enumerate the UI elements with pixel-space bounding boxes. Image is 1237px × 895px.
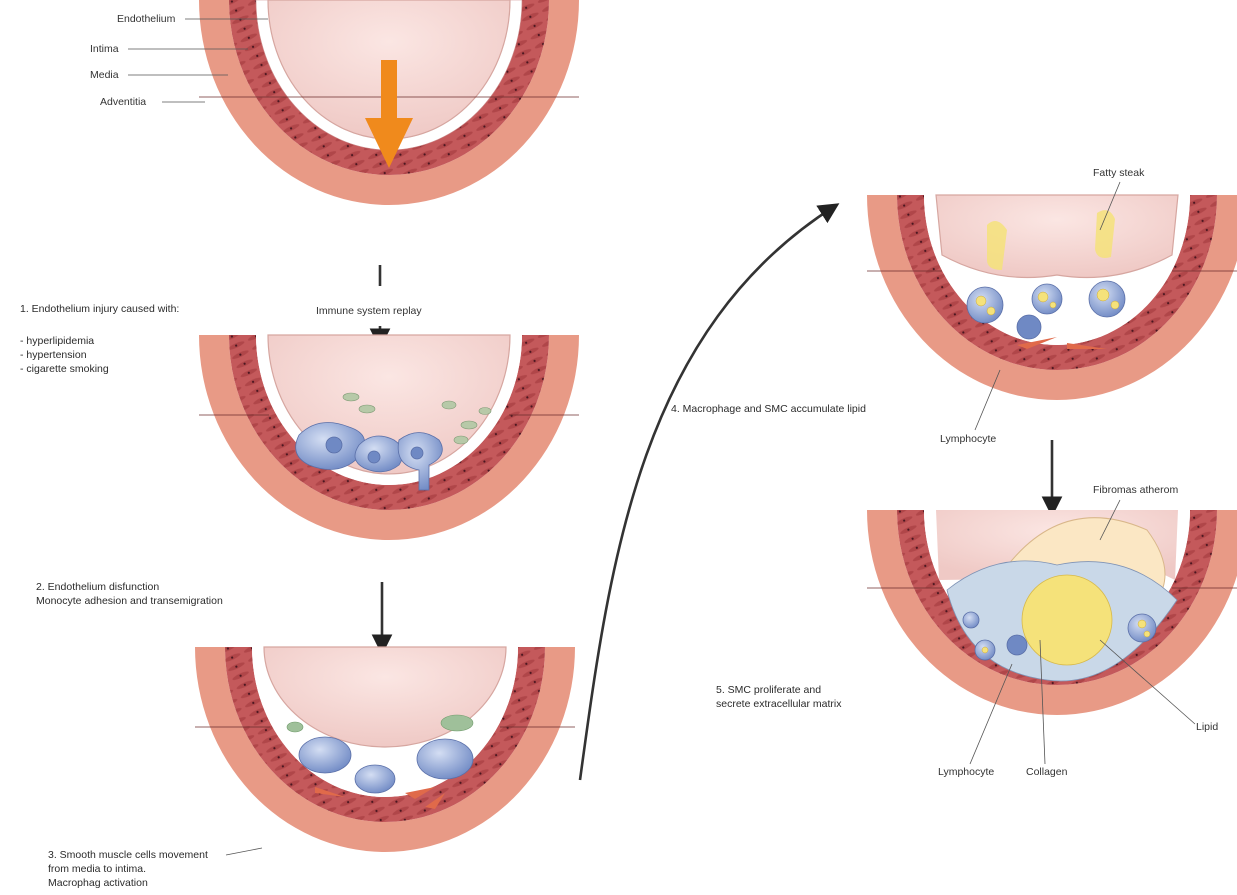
step1-factor-3: - cigarette smoking: [20, 363, 109, 375]
label-collagen: Collagen: [1026, 766, 1068, 778]
step5-line-2: secrete extracellular matrix: [716, 698, 842, 710]
vessel-step4: [867, 195, 1237, 400]
label-lymphocyte-4: Lymphocyte: [940, 433, 996, 445]
step3-line-2: from media to intima.: [48, 863, 146, 875]
step1-title: 1. Endothelium injury caused with:: [20, 303, 179, 315]
step5-line-1: 5. SMC proliferate and: [716, 684, 821, 696]
vessel-healthy: [199, 0, 579, 205]
step3-line-3: Macrophag activation: [48, 877, 148, 889]
step4-title: 4. Macrophage and SMC accumulate lipid: [671, 403, 866, 415]
label-lipid: Lipid: [1196, 721, 1218, 733]
label-adventitia: Adventitia: [100, 96, 146, 108]
vessel-step5: [867, 510, 1237, 715]
label-endothelium: Endothelium: [117, 13, 176, 25]
label-fatty-streak: Fatty steak: [1093, 167, 1145, 179]
step2-line-2: Monocyte adhesion and transemigration: [36, 595, 223, 607]
label-intima: Intima: [90, 43, 119, 55]
immune-label: Immune system replay: [316, 305, 422, 317]
step3-line-1: 3. Smooth muscle cells movement: [48, 849, 208, 861]
vessel-step3: [195, 647, 575, 852]
step2-line-1: 2. Endothelium disfunction: [36, 581, 159, 593]
label-lymphocyte-5: Lymphocyte: [938, 766, 994, 778]
step1-factor-1: - hyperlipidemia: [20, 335, 94, 347]
label-media: Media: [90, 69, 119, 81]
label-fibrous-atheroma: Fibromas atherom: [1093, 484, 1178, 496]
step1-factor-2: - hypertension: [20, 349, 87, 361]
vessel-step2: [199, 335, 579, 540]
